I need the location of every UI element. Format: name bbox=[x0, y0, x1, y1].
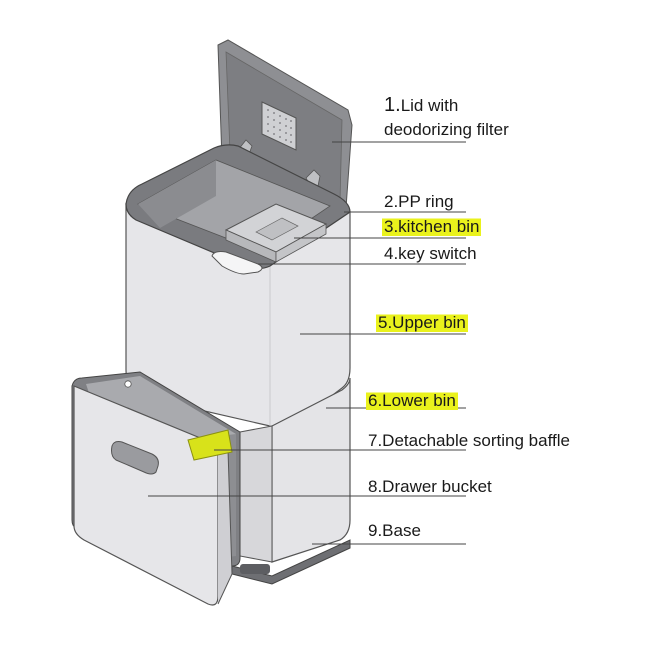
label-key-switch: 4.key switch bbox=[384, 244, 477, 263]
leader-lines bbox=[148, 141, 466, 545]
label-drawer-bucket: 8.Drawer bucket bbox=[368, 477, 492, 496]
lower-bin bbox=[239, 377, 351, 563]
sorting-baffle bbox=[187, 429, 233, 461]
kitchen-bin bbox=[224, 203, 328, 263]
label-lid-line2: deodorizing filter bbox=[384, 120, 509, 139]
key-switch bbox=[211, 251, 263, 275]
label-base: 9.Base bbox=[368, 521, 421, 540]
label-pp-ring: 2.PP ring bbox=[384, 192, 454, 211]
label-lid-line1: Lid with bbox=[400, 96, 459, 115]
label-upper-bin: 5.Upper bin bbox=[376, 312, 468, 334]
label-kitchen-bin: 3.kitchen bin bbox=[382, 216, 482, 238]
label-lid: 1.Lid with deodorizing filter bbox=[384, 93, 509, 142]
label-sorting-baffle: 7.Detachable sorting baffle bbox=[368, 431, 570, 450]
deodorizing-filter bbox=[261, 101, 297, 151]
label-lid-number: 1. bbox=[384, 94, 401, 116]
label-lower-bin: 6.Lower bin bbox=[366, 390, 458, 412]
drawer-bucket bbox=[71, 371, 241, 606]
